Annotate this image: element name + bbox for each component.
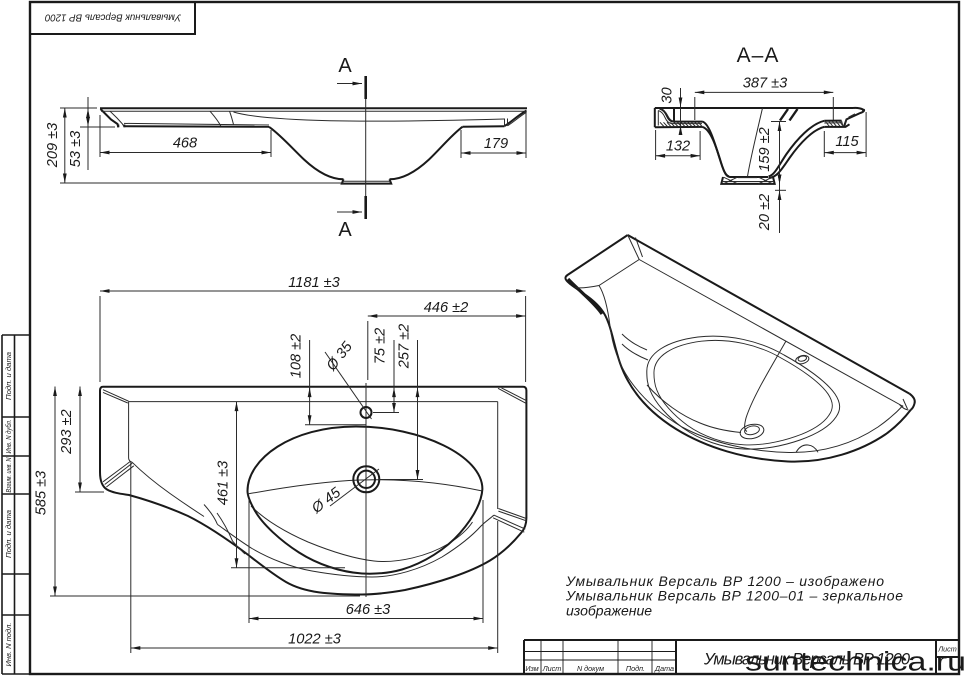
svg-text:Подп.: Подп. bbox=[626, 664, 645, 673]
svg-text:A–A: A–A bbox=[737, 44, 780, 67]
svg-text:изображение: изображение bbox=[566, 603, 652, 619]
svg-text:257 ±2: 257 ±2 bbox=[397, 324, 413, 370]
svg-text:108 ±2: 108 ±2 bbox=[289, 334, 305, 379]
svg-text:20 ±2: 20 ±2 bbox=[757, 194, 773, 231]
svg-text:209 ±3: 209 ±3 bbox=[45, 123, 61, 169]
svg-text:75 ±2: 75 ±2 bbox=[373, 328, 389, 364]
svg-text:suntechnica.ru: suntechnica.ru bbox=[745, 647, 966, 677]
svg-text:Умывальник Версаль ВР 1200: Умывальник Версаль ВР 1200 bbox=[703, 651, 911, 669]
svg-text:446 ±2: 446 ±2 bbox=[424, 300, 469, 316]
svg-text:Умывальник Версаль ВР 1200: Умывальник Версаль ВР 1200 bbox=[45, 12, 182, 23]
svg-text:30: 30 bbox=[660, 87, 676, 103]
svg-text:Дата: Дата bbox=[654, 664, 674, 673]
svg-text:Умывальник Версаль ВР 1200–01: Умывальник Версаль ВР 1200–01 – зеркальн… bbox=[565, 588, 903, 604]
svg-text:1181 ±3: 1181 ±3 bbox=[288, 275, 340, 291]
svg-text:585 ±3: 585 ±3 bbox=[34, 471, 50, 516]
svg-text:115: 115 bbox=[835, 134, 859, 150]
svg-text:1022 ±3: 1022 ±3 bbox=[288, 632, 341, 648]
svg-text:Лист: Лист bbox=[937, 645, 957, 654]
svg-text:Подп. и дата: Подп. и дата bbox=[4, 510, 13, 558]
svg-text:A: A bbox=[338, 55, 352, 77]
svg-text:293 ±2: 293 ±2 bbox=[59, 409, 75, 455]
svg-text:N докум: N докум bbox=[577, 664, 604, 673]
svg-text:461 ±3: 461 ±3 bbox=[216, 461, 232, 506]
svg-text:Взаим. инв. N: Взаим. инв. N bbox=[4, 457, 13, 493]
svg-text:Изм: Изм bbox=[525, 664, 538, 673]
svg-text:132: 132 bbox=[666, 139, 690, 155]
svg-text:Инв. N дубл.: Инв. N дубл. bbox=[4, 420, 13, 454]
svg-text:Подп. и дата: Подп. и дата bbox=[4, 352, 13, 400]
svg-text:387 ±3: 387 ±3 bbox=[743, 76, 788, 92]
svg-text:Лист: Лист bbox=[542, 664, 562, 673]
svg-text:646 ±3: 646 ±3 bbox=[346, 602, 391, 618]
svg-text:53 ±3: 53 ±3 bbox=[68, 131, 84, 167]
svg-text:468: 468 bbox=[173, 136, 198, 152]
svg-text:Инв. N подл.: Инв. N подл. bbox=[4, 623, 13, 667]
svg-text:179: 179 bbox=[484, 136, 508, 152]
svg-text:Умывальник Версаль ВР 1200 – и: Умывальник Версаль ВР 1200 – изображено bbox=[565, 573, 884, 589]
svg-text:A: A bbox=[338, 219, 352, 241]
svg-text:159 ±2: 159 ±2 bbox=[757, 127, 773, 172]
